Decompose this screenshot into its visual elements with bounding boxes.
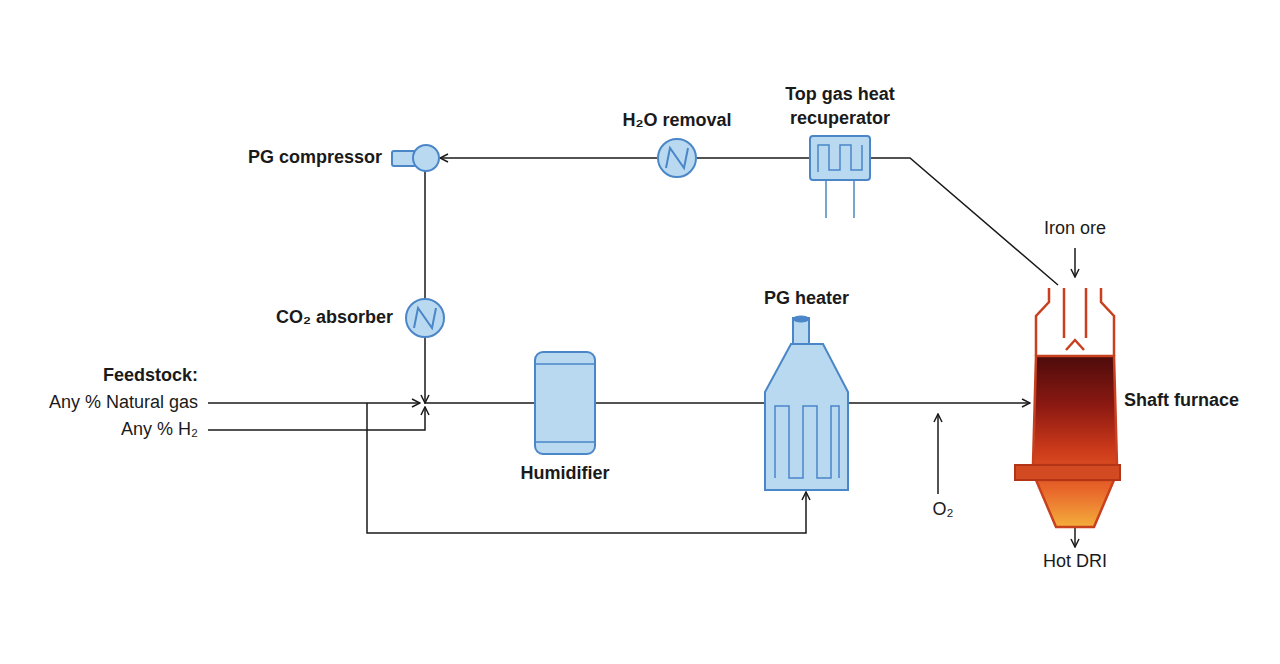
oxygen-arrow xyxy=(937,414,939,494)
heater-stack-cap xyxy=(793,316,809,322)
node-icon xyxy=(810,136,870,180)
oxygen-label: O₂ xyxy=(933,498,954,521)
recuperator-coil xyxy=(818,145,862,172)
flow-line xyxy=(424,171,426,298)
icon-group xyxy=(535,352,595,454)
component-name: PG compressor xyxy=(248,146,382,169)
icon-group xyxy=(765,316,848,490)
node-icon xyxy=(657,138,697,178)
compressor-node: PG compressor xyxy=(392,145,440,171)
heater-coil xyxy=(775,406,839,478)
node-icon xyxy=(405,298,445,338)
icon-group xyxy=(392,145,439,171)
heater-node: PG heater xyxy=(765,316,848,490)
node-icon xyxy=(392,145,440,171)
heater-body xyxy=(765,344,848,490)
flow-line xyxy=(440,157,657,159)
flow-line xyxy=(425,338,535,403)
recuperator-node: Top gas heat recuperator xyxy=(810,136,870,180)
furnace-cone xyxy=(1036,480,1114,527)
exchanger-circle xyxy=(406,299,444,337)
node-icon xyxy=(1030,285,1110,550)
hydrogen-line xyxy=(208,407,425,430)
component-name: Shaft furnace xyxy=(1124,389,1239,412)
furnace-bustle xyxy=(1015,465,1120,480)
flow-line xyxy=(848,402,1030,404)
feed-lines xyxy=(208,248,1075,547)
icon-group xyxy=(1015,288,1120,527)
flow-line xyxy=(870,158,1058,285)
exchanger-zigzag xyxy=(414,308,436,328)
input-label: Iron ore xyxy=(1044,217,1106,240)
icon-group xyxy=(658,139,696,177)
node-label: H₂O removal xyxy=(622,109,731,132)
node-label: Shaft furnace xyxy=(1124,389,1239,412)
node-label: PG heater xyxy=(764,287,849,310)
absorber-node: CO₂ absorber xyxy=(405,298,445,338)
flow-line xyxy=(697,157,810,159)
node-icon xyxy=(765,316,848,490)
node-icon xyxy=(535,352,595,454)
component-name: CO₂ absorber xyxy=(276,306,393,329)
node-label: Top gas heat recuperator xyxy=(765,83,915,130)
node-label: PG compressor xyxy=(248,146,382,169)
output-label: Hot DRI xyxy=(1043,550,1107,573)
recuperator-box xyxy=(810,136,870,180)
humidifier-trays xyxy=(536,364,594,442)
node-label: Humidifier xyxy=(521,462,610,485)
furnace-shaft xyxy=(1033,356,1117,465)
natural-gas-line xyxy=(208,402,420,404)
ore-arrow xyxy=(1074,248,1076,277)
recuperator-legs xyxy=(826,180,854,218)
icon-group xyxy=(810,136,870,218)
humidifier-vessel xyxy=(535,352,595,454)
feed-label: Any % Natural gas xyxy=(49,391,198,414)
icon-group xyxy=(406,299,444,337)
furnace-hopper xyxy=(1036,288,1114,356)
exchanger-circle xyxy=(658,139,696,177)
dri-arrow xyxy=(1074,528,1076,547)
component-name: PG heater xyxy=(764,287,849,310)
node-label: CO₂ absorber xyxy=(276,306,393,329)
feedstock-heading: Feedstock: xyxy=(103,364,198,387)
component-name: Top gas heat recuperator xyxy=(765,83,915,130)
compressor-wheel xyxy=(413,145,439,171)
exchanger-zigzag xyxy=(666,148,688,168)
flow-line xyxy=(595,402,765,404)
feed-label: Any % H₂ xyxy=(121,418,198,441)
component-name: H₂O removal xyxy=(622,109,731,132)
humidifier-node: Humidifier xyxy=(535,352,595,454)
furnace-node: Shaft furnace xyxy=(1030,285,1110,550)
component-name: Humidifier xyxy=(521,462,610,485)
water-removal-node: H₂O removal xyxy=(657,138,697,178)
